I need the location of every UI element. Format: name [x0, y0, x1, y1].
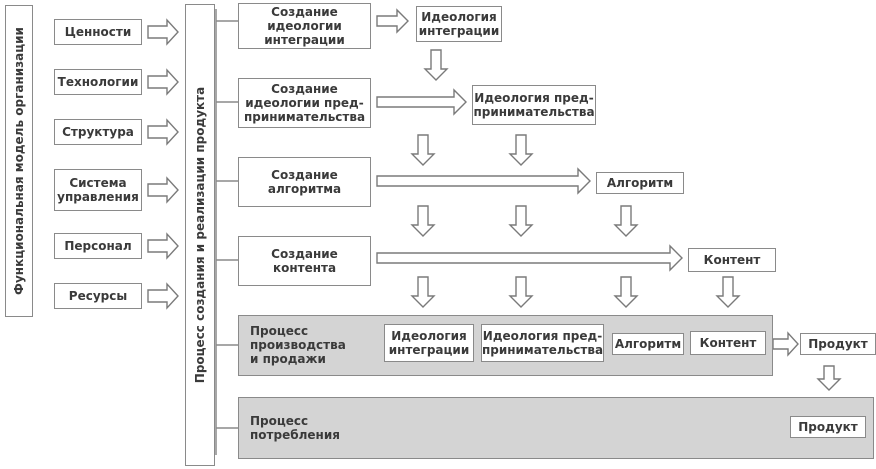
- product-output: Продукт: [800, 333, 876, 355]
- flow-arrow-right: [376, 8, 409, 34]
- left-item-values: Ценности: [54, 19, 142, 45]
- functional-model-title: Функциональная модель организации: [12, 27, 26, 295]
- flow-arrow-down: [410, 205, 436, 237]
- flow-arrow-down: [816, 365, 842, 391]
- process-panel: Процесс создания и реализации продукта: [185, 4, 215, 466]
- flow-arrow-down: [508, 205, 534, 237]
- result-integration-ideology: Идеология интеграции: [416, 6, 502, 42]
- left-item-resources: Ресурсы: [54, 283, 142, 309]
- flow-arrow-right: [147, 18, 179, 46]
- flow-arrow-right: [772, 331, 799, 357]
- result-content: Контент: [688, 248, 776, 272]
- consumption-label: Процесс потребления: [250, 414, 340, 442]
- production-item-entrepreneurship-ideology: Идеология пред- принимательства: [481, 324, 604, 362]
- flow-arrow-right: [147, 68, 179, 96]
- flow-arrow-down: [410, 134, 436, 166]
- left-item-management-system: Система управления: [54, 169, 142, 211]
- flow-arrow-down: [508, 134, 534, 166]
- consumption-product: Продукт: [790, 416, 866, 438]
- left-item-structure: Структура: [54, 119, 142, 145]
- production-item-algorithm: Алгоритм: [612, 333, 684, 355]
- result-algorithm: Алгоритм: [596, 172, 684, 194]
- flow-arrow-right: [147, 232, 179, 260]
- functional-model-panel: Функциональная модель организации: [5, 5, 33, 317]
- stage-create-content: Создание контента: [238, 236, 371, 286]
- flow-arrow-right: [376, 167, 591, 195]
- flow-arrow-down: [410, 276, 436, 308]
- flow-arrow-right: [376, 88, 467, 116]
- flow-arrow-right: [147, 282, 179, 310]
- flow-arrow-down: [613, 205, 639, 237]
- stage-create-entrepreneurship-ideology: Создание идеологии пред- принимательства: [238, 78, 371, 128]
- flow-arrow-right: [147, 176, 179, 204]
- stage-create-integration-ideology: Создание идеологии интеграции: [238, 3, 371, 49]
- flow-arrow-down: [715, 276, 741, 308]
- left-item-personnel: Персонал: [54, 233, 142, 259]
- flow-arrow-right: [147, 118, 179, 146]
- result-entrepreneurship-ideology: Идеология пред- принимательства: [472, 85, 596, 125]
- flow-arrow-down: [423, 49, 449, 81]
- flow-arrow-down: [508, 276, 534, 308]
- flow-arrow-down: [613, 276, 639, 308]
- process-title: Процесс создания и реализации продукта: [193, 86, 207, 384]
- stage-create-algorithm: Создание алгоритма: [238, 157, 371, 207]
- flow-arrow-right: [376, 244, 683, 272]
- production-item-content: Контент: [690, 331, 766, 355]
- left-item-technologies: Технологии: [54, 69, 142, 95]
- production-item-integration-ideology: Идеология интеграции: [384, 324, 474, 362]
- production-label: Процесс производства и продажи: [250, 324, 346, 366]
- consumption-panel: [238, 397, 874, 459]
